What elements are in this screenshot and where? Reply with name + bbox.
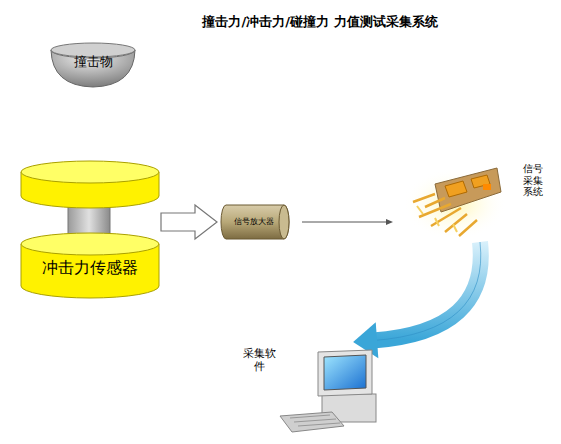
node-label: 信号采集系统: [522, 163, 544, 198]
component-illustration: [20, 160, 160, 300]
component-node: 采集软件: [240, 346, 385, 436]
connector-arrow: [386, 219, 393, 225]
connector-arrow: [161, 205, 217, 239]
component-node: 信号放大器: [220, 204, 290, 240]
node-label: 信号放大器: [226, 217, 282, 226]
node-label: 撞击物: [50, 55, 136, 70]
component-node: 冲击力传感器: [20, 160, 160, 300]
component-node: 信号采集系统: [405, 162, 550, 240]
diagram-title: 撞击力/冲击力/碰撞力 力值测试采集系统: [150, 13, 490, 31]
connector-arrow: [373, 242, 481, 341]
node-label: 采集软件: [240, 348, 278, 373]
node-label: 冲击力传感器: [20, 259, 160, 277]
component-node: 撞击物: [50, 42, 136, 88]
connector-arrow: [373, 242, 481, 341]
connector-arrow: [302, 222, 387, 223]
